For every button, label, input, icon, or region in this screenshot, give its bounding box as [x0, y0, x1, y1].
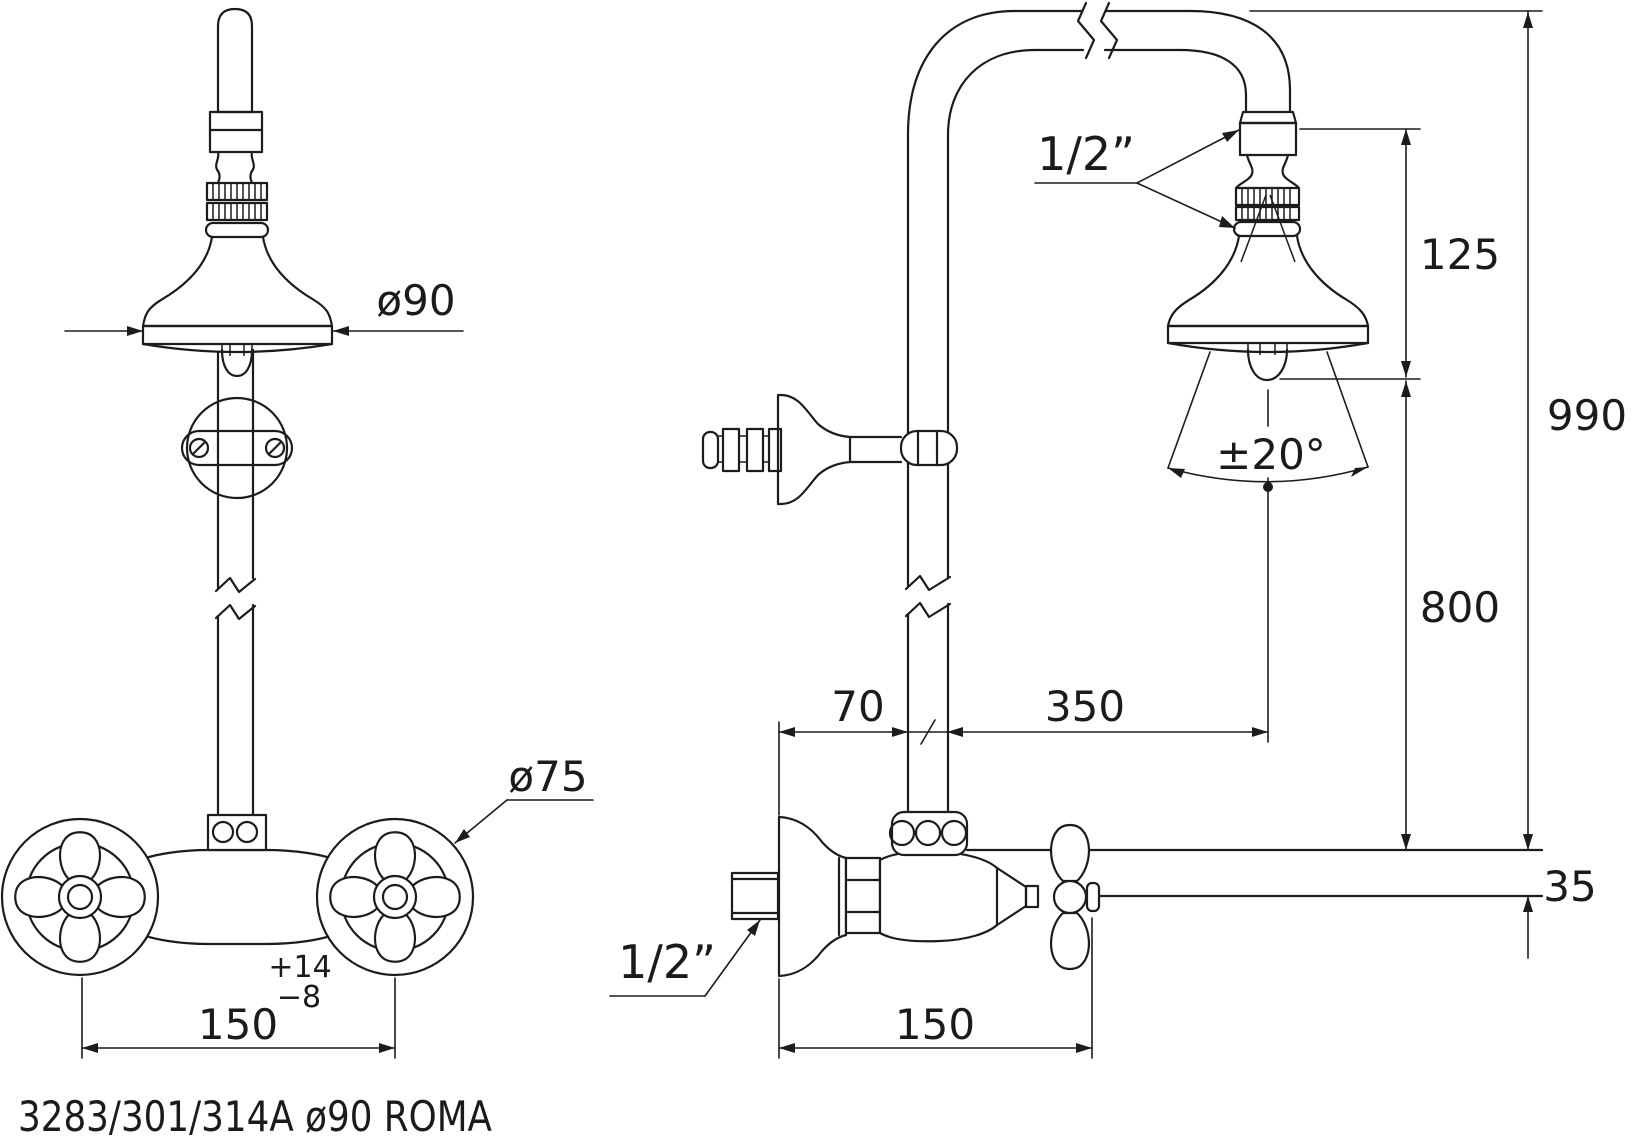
handle-cap-side [1085, 881, 1101, 913]
dim-head-connection-label: 1/2” [1037, 127, 1135, 181]
dim-head-connection: 1/2” [1034, 127, 1240, 229]
bracket-flange [185, 396, 289, 500]
head-collar [204, 221, 270, 239]
head-rim [141, 324, 334, 346]
dim-riser-height-label: 800 [1420, 583, 1500, 632]
dim-handle-centers: 150 +14 −8 [81, 950, 396, 1059]
wall-bracket-front [180, 396, 294, 500]
riser-pipe-front [214, 348, 257, 817]
shower-head-side [1166, 110, 1370, 382]
dim-inlet-centers-label: 150 [895, 1000, 975, 1049]
dim-wall-to-riser-label: 70 [831, 682, 884, 731]
dim-head-diameter-label: ø90 [376, 276, 455, 325]
drawing-title: 3283/301/314A ø90 ROMA [18, 1092, 492, 1140]
dim-125-800: 125 800 [1279, 128, 1500, 851]
gooseneck-pipe [906, 1, 1292, 137]
bracket-clamp-side [899, 429, 959, 467]
handle-right [315, 817, 475, 977]
dim-inlet-connection-label: 1/2” [618, 935, 716, 989]
dim-handle-diameter: ø75 [454, 752, 594, 844]
dim-handle-diameter-label: ø75 [508, 752, 587, 801]
bracket-bell-side [776, 393, 852, 506]
front-view: ø90 ø75 150 +14 −8 [0, 7, 594, 1059]
riser-union-side [888, 810, 969, 857]
head-knob [216, 7, 254, 114]
valve-stem [1024, 884, 1040, 909]
dim-total-height-label: 990 [1547, 391, 1627, 440]
riser-pipe-side [904, 133, 952, 815]
dim-70-350: 70 350 [778, 682, 1269, 816]
dim-head-offset-label: 125 [1420, 230, 1500, 279]
valve-escutcheon [777, 815, 848, 978]
dim-inlet-connection: 1/2” [609, 919, 761, 997]
head-outlet-side [1246, 343, 1289, 382]
mixer-front [0, 813, 475, 977]
handle-left [0, 817, 160, 977]
bracket-clamp [180, 429, 294, 467]
handle-side [1049, 823, 1101, 971]
dim-tolerance-plus: +14 [268, 950, 331, 985]
head-outlet [220, 344, 254, 378]
head-bell [141, 235, 334, 328]
dim-inlet-centers: 150 [778, 917, 1093, 1059]
dim-990-35: 990 35 [1249, 10, 1627, 959]
head-knurl-rings [205, 181, 269, 222]
valve-nut [844, 856, 882, 935]
wall-bracket-side [701, 393, 959, 506]
pipe-break-top [1076, 1, 1096, 60]
dim-spray-angle-label: ±20° [1216, 430, 1326, 479]
dim-riser-to-spray-label: 350 [1045, 682, 1125, 731]
head-knurl-rings-side [1234, 186, 1301, 222]
valve-body [878, 850, 1028, 943]
valve-side [730, 810, 1544, 978]
head-rim-side [1166, 324, 1370, 345]
spray-cone: ±20° [1167, 351, 1369, 743]
head-knob-flange [208, 110, 264, 154]
pipe-break-front [214, 576, 257, 594]
bracket-knob-cap [701, 430, 720, 470]
side-view: ±20° [609, 1, 1627, 1059]
dim-handle-centers-label: 150 [198, 1000, 278, 1049]
head-neck [215, 150, 221, 185]
head-bell-side [1166, 234, 1370, 328]
dim-pipe-thickness-label: 35 [1543, 862, 1596, 911]
dim-tolerance-minus: −8 [277, 980, 321, 1015]
inlet-nipple [730, 871, 780, 921]
dim-head-diameter: ø90 [64, 276, 464, 336]
head-nut-side [1238, 121, 1298, 157]
shower-head-front [141, 7, 334, 378]
head-collar-side [1232, 220, 1302, 238]
pipe-break-side [904, 574, 952, 592]
